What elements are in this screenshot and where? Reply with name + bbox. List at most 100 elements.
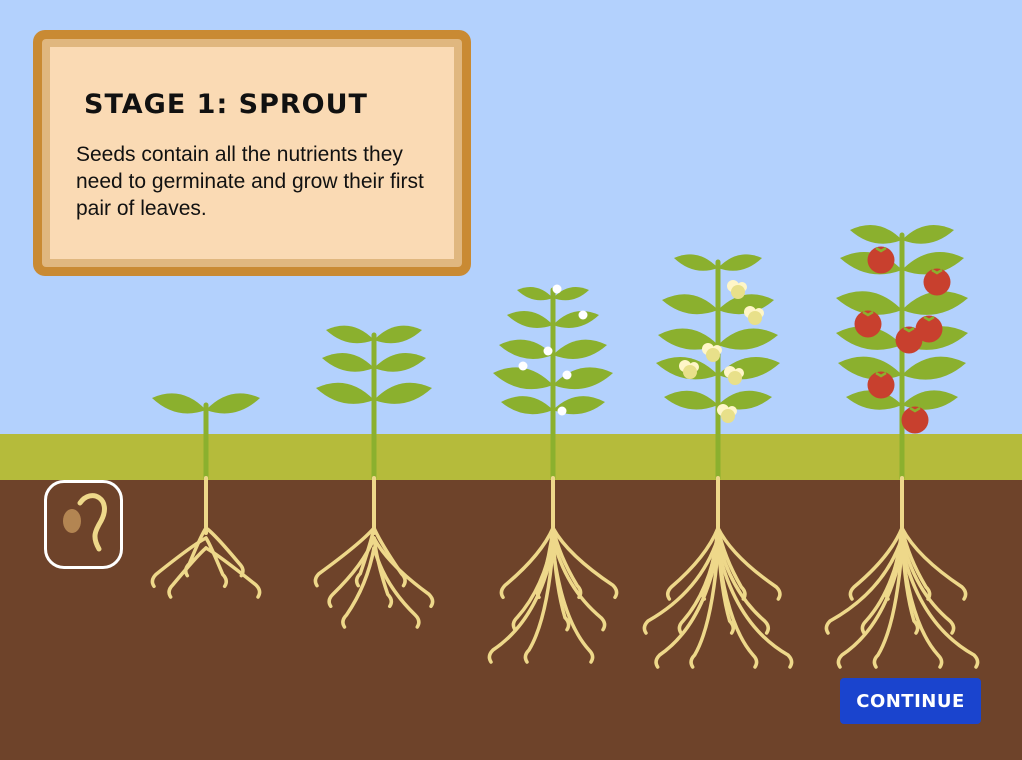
leaf bbox=[902, 356, 966, 380]
continue-button[interactable]: CONTINUE bbox=[840, 678, 981, 724]
root-branch bbox=[511, 536, 555, 632]
root-branch bbox=[654, 546, 720, 669]
tomato-stalk bbox=[923, 315, 935, 322]
leaf bbox=[507, 311, 553, 328]
leaf bbox=[902, 224, 954, 244]
tomato-fruit bbox=[867, 371, 895, 399]
leaf bbox=[662, 294, 718, 315]
leaf bbox=[316, 382, 374, 404]
tomato-stalk bbox=[903, 326, 915, 333]
budding-plant bbox=[487, 284, 619, 664]
root-branch bbox=[150, 536, 208, 589]
seed-root bbox=[77, 493, 107, 552]
leaf bbox=[718, 254, 762, 271]
leaf bbox=[374, 352, 426, 372]
root-branch bbox=[551, 536, 607, 632]
leaf bbox=[850, 224, 902, 244]
leaf bbox=[322, 352, 374, 372]
root-branch bbox=[313, 526, 376, 588]
tomato-stalk bbox=[875, 246, 887, 253]
root-branch bbox=[354, 526, 376, 588]
root-branch bbox=[551, 526, 619, 600]
root-branch bbox=[900, 546, 944, 669]
grass-strip bbox=[0, 434, 1022, 480]
root-branch bbox=[836, 546, 904, 669]
tomato-fruit bbox=[923, 268, 951, 296]
root-branch bbox=[204, 546, 262, 599]
root-branch bbox=[860, 536, 904, 635]
stage-info-card: STAGE 1: SPROUT Seeds contain all the nu… bbox=[33, 30, 471, 276]
flower-center bbox=[683, 365, 697, 379]
root-branch bbox=[204, 536, 229, 589]
fruiting-plant bbox=[824, 224, 980, 669]
root-branch bbox=[341, 546, 376, 629]
leaf bbox=[517, 286, 553, 301]
leaf bbox=[553, 339, 607, 359]
tomato-fruit bbox=[867, 246, 895, 274]
root-branch bbox=[167, 546, 208, 599]
flower-center bbox=[728, 371, 742, 385]
leaf bbox=[718, 390, 772, 410]
seedling-plant bbox=[313, 325, 435, 629]
info-card-frame: STAGE 1: SPROUT Seeds contain all the nu… bbox=[42, 39, 462, 267]
tomato-stalk bbox=[862, 310, 874, 317]
root-branch bbox=[716, 546, 759, 669]
bud bbox=[562, 370, 572, 380]
leaf bbox=[902, 291, 968, 315]
leaf bbox=[374, 382, 432, 404]
root-branch bbox=[372, 546, 421, 629]
seed-stage-button[interactable] bbox=[44, 480, 123, 569]
leaf bbox=[152, 393, 206, 414]
root-branch bbox=[523, 546, 555, 664]
tomato-fruit bbox=[901, 406, 929, 434]
leaf bbox=[838, 356, 902, 380]
root-branch bbox=[900, 536, 956, 635]
root-branch bbox=[824, 536, 904, 635]
leaf bbox=[326, 325, 374, 344]
root-branch bbox=[900, 526, 932, 601]
tomato-fruit bbox=[915, 315, 943, 343]
flowering-plant bbox=[642, 254, 794, 669]
leaf bbox=[499, 339, 553, 359]
leaf bbox=[553, 367, 613, 390]
root-branch bbox=[716, 546, 794, 669]
leaf bbox=[902, 252, 964, 275]
flower-center bbox=[731, 285, 745, 299]
tomato-stalk bbox=[875, 371, 887, 378]
root-branch bbox=[872, 546, 904, 669]
bud bbox=[543, 346, 553, 356]
root-branch bbox=[716, 526, 747, 601]
seed-icon bbox=[63, 493, 107, 552]
root-branch bbox=[848, 526, 904, 601]
root-branch bbox=[900, 526, 968, 601]
root-branch bbox=[716, 526, 782, 601]
root-branch bbox=[716, 536, 771, 635]
stage-description: Seeds contain all the nutrients they nee… bbox=[76, 143, 424, 220]
leaf bbox=[501, 396, 553, 415]
info-card-panel: STAGE 1: SPROUT Seeds contain all the nu… bbox=[50, 47, 454, 259]
leaf bbox=[674, 254, 718, 271]
root-branch bbox=[204, 526, 245, 578]
leaf bbox=[493, 367, 553, 390]
leaf bbox=[206, 393, 260, 414]
root-branch bbox=[499, 526, 555, 600]
root-branch bbox=[642, 536, 720, 635]
leaf bbox=[553, 311, 599, 328]
root-branch bbox=[551, 546, 595, 664]
root-branch bbox=[677, 536, 720, 635]
leaf bbox=[664, 390, 718, 410]
root-branch bbox=[372, 536, 435, 609]
leaf bbox=[658, 328, 718, 350]
bud bbox=[557, 406, 567, 416]
tomato-fruit bbox=[895, 326, 923, 354]
flower-center bbox=[721, 409, 735, 423]
leaf bbox=[836, 291, 902, 315]
seed-shell bbox=[63, 509, 81, 533]
leaf bbox=[718, 328, 778, 350]
tomato-stalk bbox=[909, 406, 921, 413]
leaf bbox=[374, 325, 422, 344]
tomato-stalk bbox=[931, 268, 943, 275]
flower-center bbox=[748, 311, 762, 325]
root-branch bbox=[665, 526, 720, 601]
